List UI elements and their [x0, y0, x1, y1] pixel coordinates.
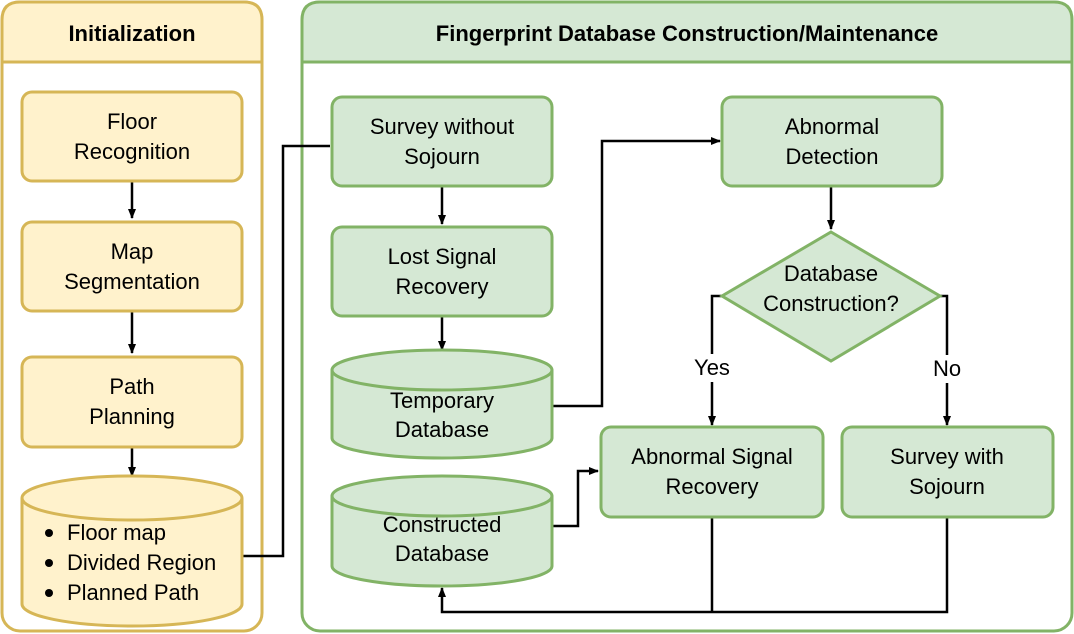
temporary-database-label-line1: Temporary	[390, 388, 494, 413]
survey-with-sojourn-node: Survey with Sojourn	[840, 425, 1055, 519]
survey-without-sojourn-node: Survey without Sojourn	[330, 95, 554, 188]
database-panel-title: Fingerprint Database Construction/Mainte…	[436, 21, 938, 46]
edge-outputs-to-survey	[242, 144, 330, 558]
edge-temporary-to-abnormal	[553, 137, 721, 408]
abnormal-signal-recovery-node: Abnormal Signal Recovery	[599, 425, 825, 519]
constructed-database-label-line1: Constructed	[383, 512, 502, 537]
database-construction-decision: Database Construction?	[719, 230, 943, 363]
abnormal-detection-label-line1: Abnormal	[785, 114, 879, 139]
survey-with-label-line2: Sojourn	[909, 474, 985, 499]
initialization-title: Initialization	[68, 21, 195, 46]
bullet-icon	[45, 589, 53, 597]
lost-signal-label-line2: Recovery	[396, 274, 489, 299]
floor-recognition-label-line2: Recognition	[74, 139, 190, 164]
no-label: No	[933, 356, 961, 381]
edge-constructed-to-abnormal-recovery	[553, 467, 599, 528]
path-planning-label-line1: Path	[109, 374, 154, 399]
temporary-database-label-line2: Database	[395, 417, 489, 442]
abnormal-detection-node: Abnormal Detection	[720, 95, 944, 188]
map-segmentation-label-line2: Segmentation	[64, 269, 200, 294]
edge-labels: Yes No	[688, 354, 967, 383]
temporary-database-node: Temporary Database	[330, 348, 554, 460]
decision-label-line2: Construction?	[763, 291, 899, 316]
constructed-database-node: Constructed Database	[330, 474, 554, 588]
survey-without-label-line2: Sojourn	[404, 144, 480, 169]
lost-signal-recovery-node: Lost Signal Recovery	[330, 225, 554, 318]
survey-without-label-line1: Survey without	[370, 114, 514, 139]
yes-label: Yes	[694, 355, 730, 380]
path-planning-node: Path Planning	[20, 355, 244, 449]
abnormal-recovery-label-line2: Recovery	[666, 474, 759, 499]
floor-recognition-label-line1: Floor	[107, 109, 157, 134]
path-planning-label-line2: Planning	[89, 404, 175, 429]
bullet-icon	[45, 529, 53, 537]
floor-recognition-node: Floor Recognition	[20, 90, 244, 183]
map-segmentation-node: Map Segmentation	[20, 220, 244, 313]
initialization-output-database: Floor map Divided Region Planned Path	[20, 474, 244, 628]
lost-signal-label-line1: Lost Signal	[388, 244, 497, 269]
survey-with-label-line1: Survey with	[890, 444, 1004, 469]
bullet-icon	[45, 559, 53, 567]
edge-survey-with-to-constructed	[438, 518, 949, 614]
abnormal-detection-label-line2: Detection	[786, 144, 879, 169]
decision-label-line1: Database	[784, 261, 878, 286]
output-divided-region: Divided Region	[67, 550, 216, 575]
output-floor-map: Floor map	[67, 520, 166, 545]
abnormal-recovery-label-line1: Abnormal Signal	[631, 444, 792, 469]
constructed-database-label-line2: Database	[395, 541, 489, 566]
map-segmentation-label-line1: Map	[111, 239, 154, 264]
output-planned-path: Planned Path	[67, 580, 199, 605]
